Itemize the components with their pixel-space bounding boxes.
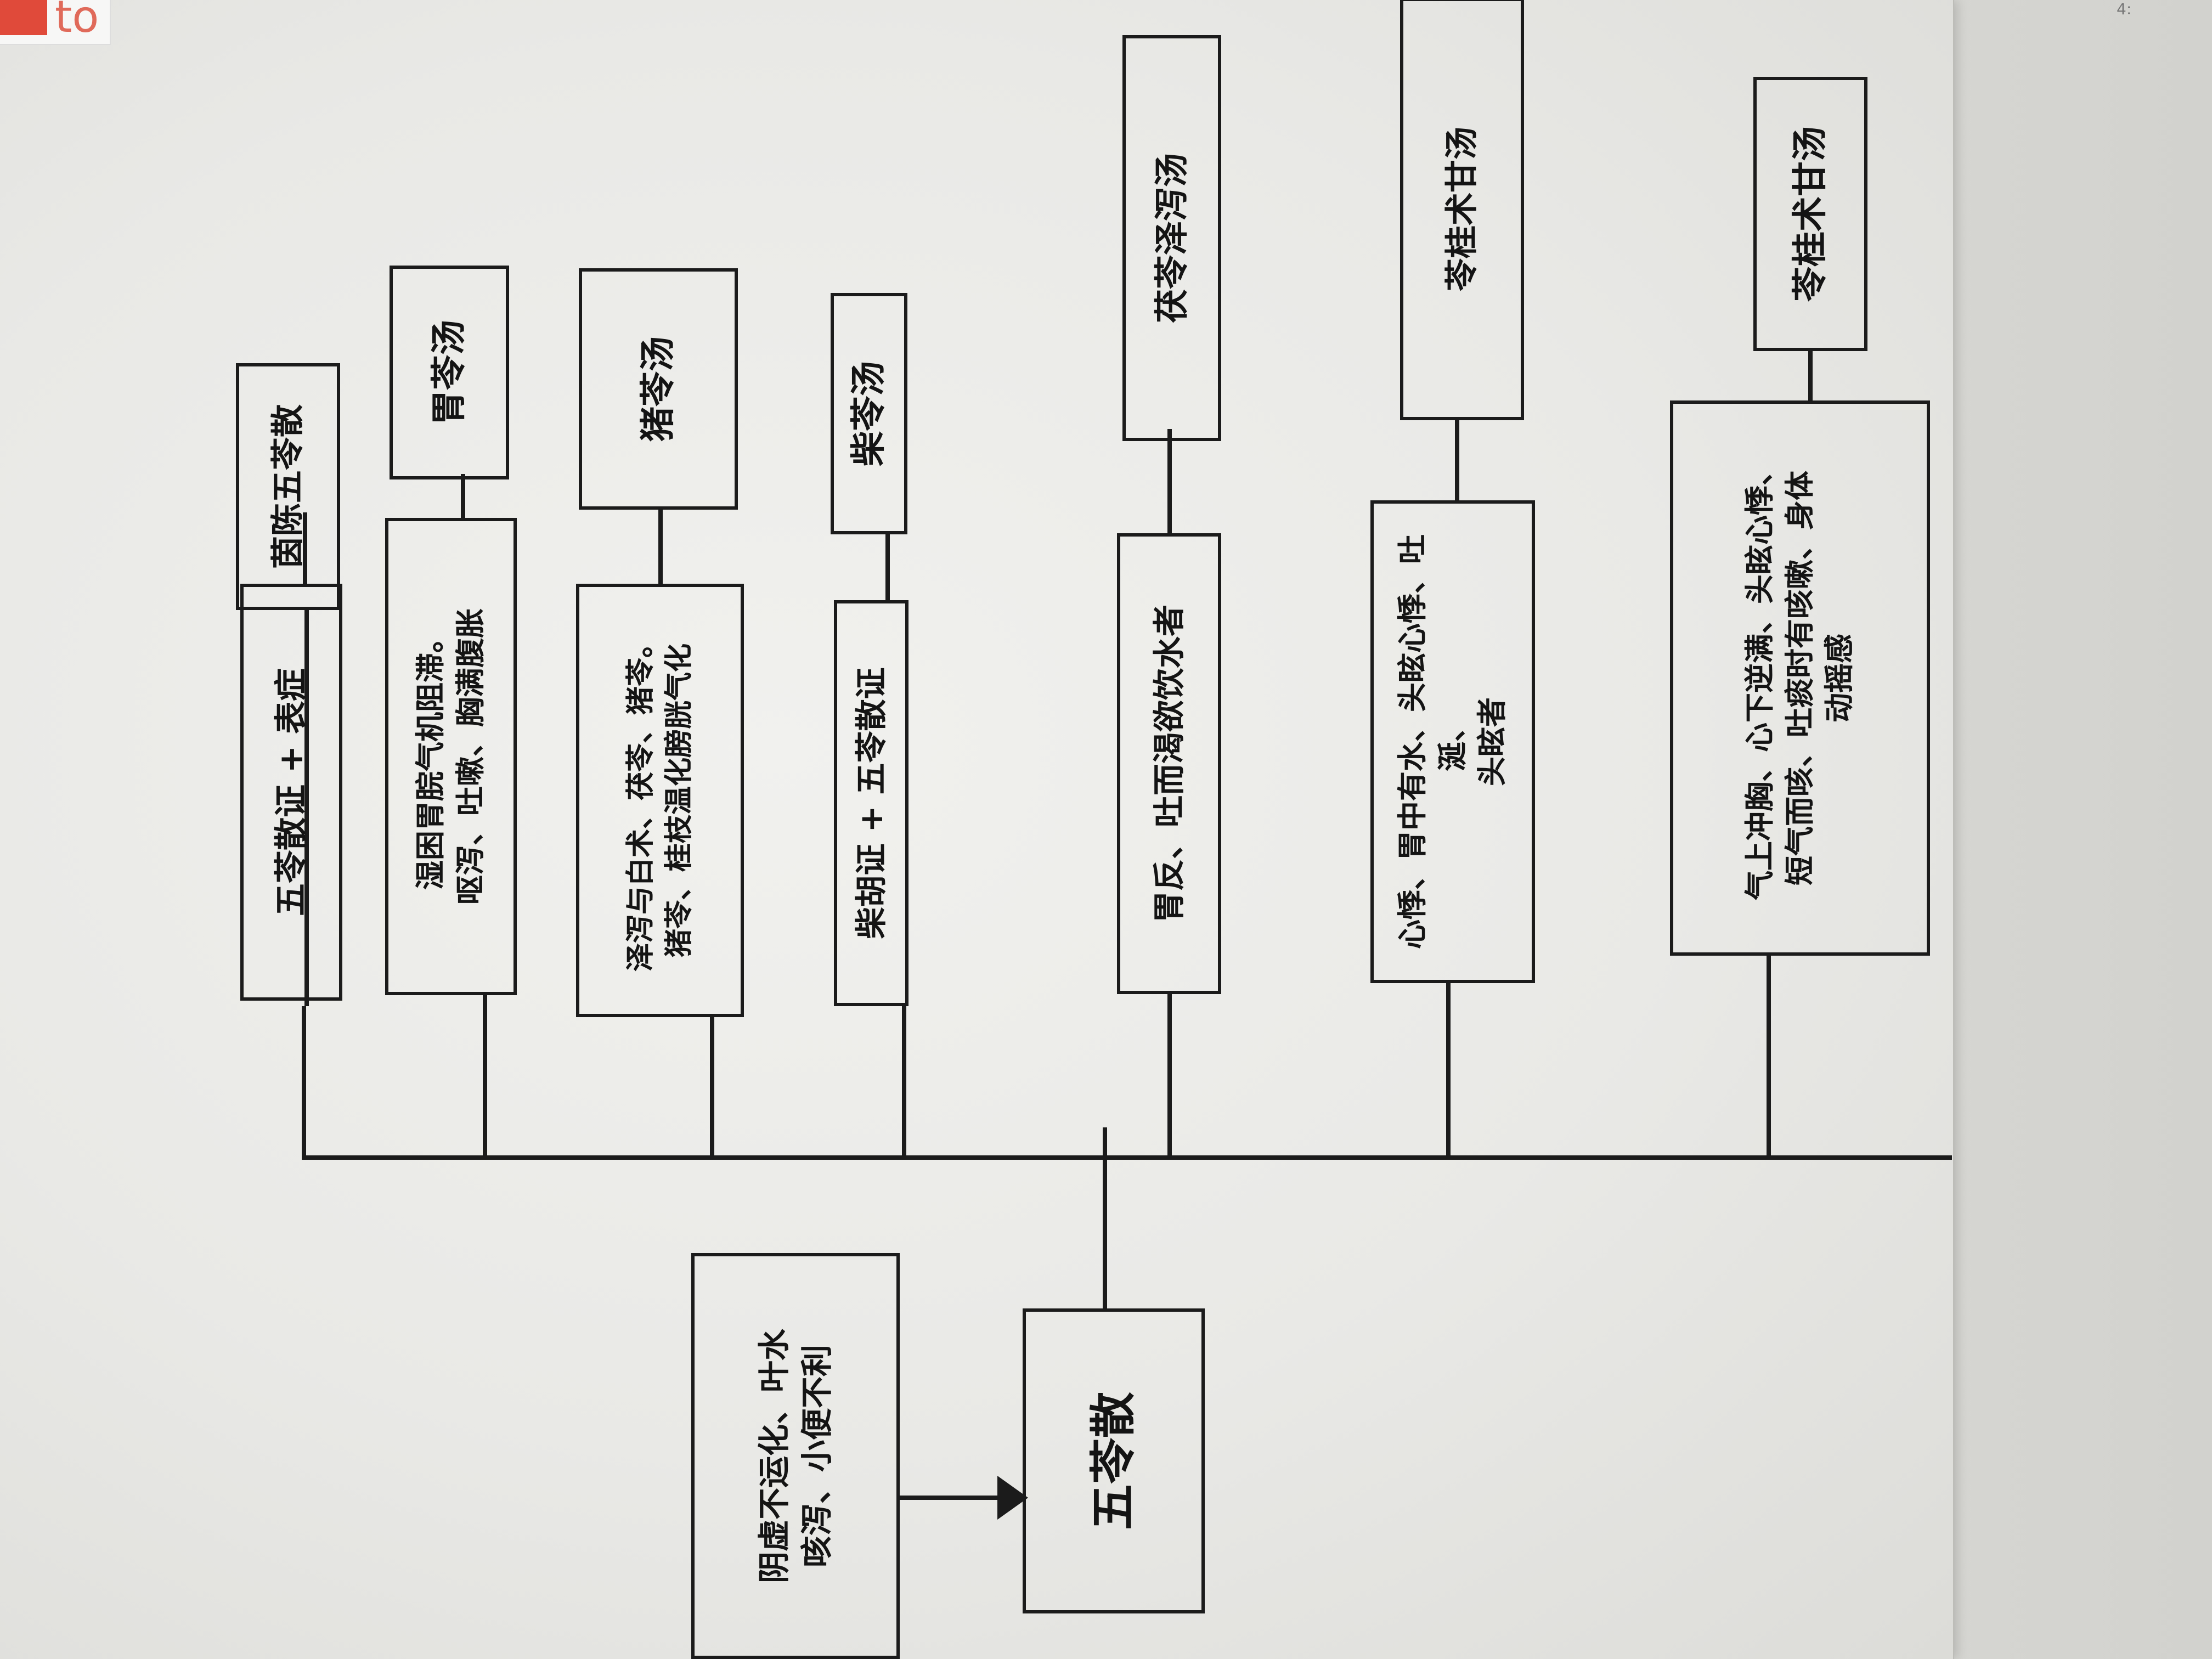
branch-4-name-box: 柴苓汤 xyxy=(831,293,907,534)
branch-4-link xyxy=(902,1006,906,1155)
branch-6-name-box: 苓桂术甘汤 xyxy=(1400,0,1524,420)
branch-3-name-box: 猪苓汤 xyxy=(579,268,738,510)
backbone-top-stub xyxy=(302,1006,306,1160)
branch-5-link xyxy=(1167,994,1172,1155)
branch-7-link xyxy=(1767,956,1771,1155)
root-trunk xyxy=(1103,1127,1107,1308)
branch-3-detail-box: 泽泻与白术、茯苓、猪苓。 猪苓、桂枝温化膀胱气化 xyxy=(576,584,744,1017)
branch-6-link xyxy=(1446,983,1451,1155)
branch-1-name-box: 茵陈五苓散 xyxy=(236,363,340,610)
branch-7-name-link xyxy=(1808,351,1813,400)
branch-5-name-box: 茯苓泽泻汤 xyxy=(1122,35,1221,441)
branch-1-detail-box: 五苓散证 + 表症 xyxy=(240,584,342,1001)
branch-2-name-box: 胃苓汤 xyxy=(390,266,509,479)
branch-2-name-link xyxy=(461,474,465,518)
branch-5-name-link xyxy=(1167,429,1172,533)
branch-3-link xyxy=(710,1017,714,1155)
root-text: 五苓散 xyxy=(1086,1392,1141,1531)
app-logo-icon xyxy=(0,0,47,35)
branch-4-detail-box: 柴胡证 + 五苓散证 xyxy=(834,600,909,1006)
root-box: 五苓散 xyxy=(1023,1308,1205,1613)
corner-number: 4: xyxy=(2117,0,2132,18)
cause-box: 阴虚不运化、叶水 咳泻、小便不利 xyxy=(691,1253,900,1659)
branch-5-detail-box: 胃反、吐而渴欲饮水者 xyxy=(1117,533,1221,994)
backbone-line xyxy=(306,1155,1952,1160)
branch-4-name-link xyxy=(885,534,890,600)
branch-2-detail-box: 湿困胃脘气机阻滞。 呕泻、吐嗽、胸满腹胀 xyxy=(385,518,517,995)
branch-3-name-link xyxy=(658,510,663,584)
branch-2-link xyxy=(483,995,487,1155)
branch-7-name-box: 苓桂术甘汤 xyxy=(1753,77,1867,351)
corner-card: to xyxy=(0,0,111,45)
branch-6-name-link xyxy=(1455,420,1459,500)
corner-text: to xyxy=(55,0,99,42)
cause-text: 阴虚不运化、叶水 咳泻、小便不利 xyxy=(755,1329,836,1584)
branch-7-detail-box: 气上冲胸、心下逆满、头眩心悸、 短气而咳、吐痰时有咳嗽、身体 动摇感 xyxy=(1670,400,1930,956)
paper-sheet xyxy=(0,0,1954,1659)
cause-arrow-line xyxy=(900,1496,1009,1500)
branch-6-detail-box: 心悸、胃中有水、头眩心悸、吐涎、 头眩者 xyxy=(1370,500,1535,983)
